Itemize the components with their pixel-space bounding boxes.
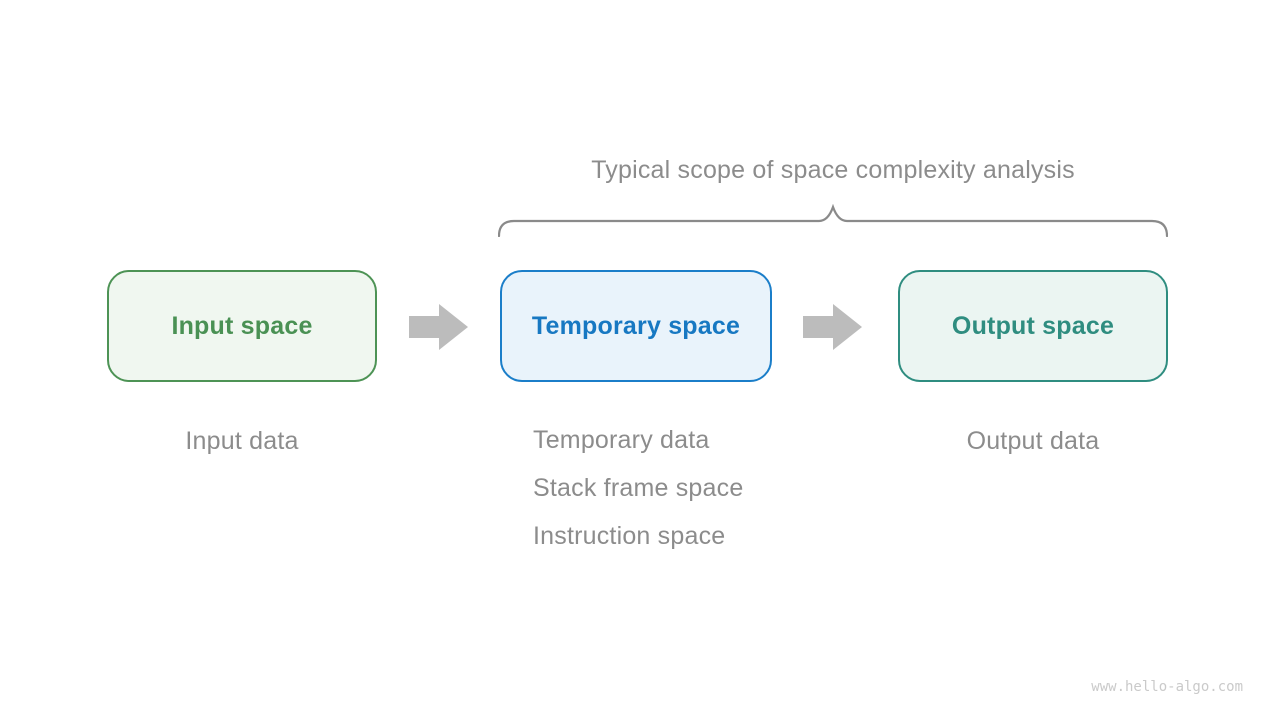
input-data-caption: Input data bbox=[185, 427, 299, 455]
instruction-space-caption: Instruction space bbox=[533, 522, 726, 550]
temporary-captions: Temporary data Stack frame space Instruc… bbox=[533, 427, 743, 571]
temporary-space-label: Temporary space bbox=[531, 311, 741, 340]
input-space-box: Input space bbox=[107, 270, 377, 382]
arrow-right-icon bbox=[409, 304, 468, 350]
watermark: www.hello-algo.com bbox=[1091, 679, 1243, 695]
output-space-box: Output space bbox=[898, 270, 1168, 382]
diagram-title: Typical scope of space complexity analys… bbox=[591, 156, 1075, 184]
output-space-label: Output space bbox=[951, 311, 1115, 340]
stack-frame-space-caption: Stack frame space bbox=[533, 474, 744, 502]
arrow-right-icon bbox=[803, 304, 862, 350]
brace-icon bbox=[498, 204, 1168, 237]
output-data-caption: Output data bbox=[966, 427, 1100, 455]
input-space-label: Input space bbox=[171, 311, 313, 340]
temporary-data-caption: Temporary data bbox=[533, 426, 710, 454]
temporary-space-box: Temporary space bbox=[500, 270, 772, 382]
